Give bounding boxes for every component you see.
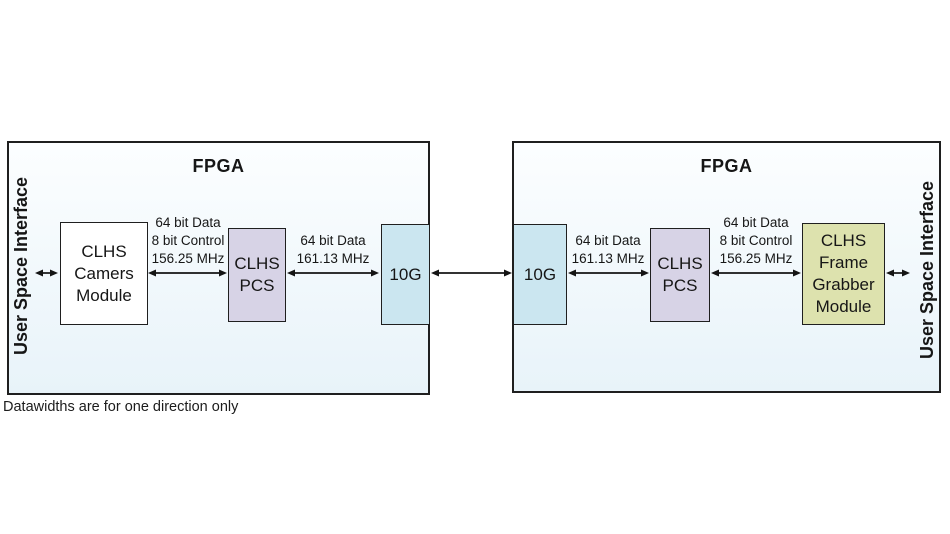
block-label-line: Frame	[818, 253, 869, 272]
block-label-line: CLHS	[234, 254, 280, 273]
block-label-line: 10G	[389, 264, 422, 284]
block-label-line: CLHS	[657, 254, 703, 273]
link-label-line: 161.13 MHz	[571, 251, 645, 266]
link-label-line: 161.13 MHz	[296, 251, 370, 266]
link-label-line: 156.25 MHz	[151, 251, 225, 266]
left-link1-label: 64 bit Data 8 bit Control 156.25 MHz	[147, 214, 229, 268]
right-fpga-title: FPGA	[700, 156, 753, 176]
left-link2-label: 64 bit Data 161.13 MHz	[288, 232, 378, 268]
link-label-line: 156.25 MHz	[719, 251, 793, 266]
clhs-frame-grabber-module-block: CLHS Frame Grabber Module	[802, 223, 885, 325]
right-10g-block: 10G	[513, 224, 567, 325]
block-label-line: Grabber	[812, 275, 875, 294]
link-label-line: 64 bit Data	[155, 215, 221, 230]
block-label-line: Camers	[74, 263, 134, 283]
link-label-line: 64 bit Data	[575, 233, 641, 248]
block-label-line: Module	[76, 285, 132, 305]
block-label-line: PCS	[662, 276, 698, 295]
arrow-10g-to-10g	[431, 269, 512, 277]
block-label-line: PCS	[239, 276, 275, 295]
right-link1-label: 64 bit Data 161.13 MHz	[568, 232, 648, 268]
block-label-line: CLHS	[820, 231, 867, 250]
left-fpga-title: FPGA	[192, 156, 245, 176]
block-label-line: CLHS	[81, 241, 127, 261]
left-user-space-interface-label: User Space Interface	[11, 176, 31, 356]
right-user-space-interface-label: User Space Interface	[917, 180, 937, 360]
right-clhs-pcs-block: CLHS PCS	[650, 228, 710, 322]
left-10g-block: 10G	[381, 224, 430, 325]
link-label-line: 64 bit Data	[300, 233, 366, 248]
clhs-camera-module-block: CLHS Camers Module	[60, 222, 148, 325]
right-link2-label: 64 bit Data 8 bit Control 156.25 MHz	[712, 214, 800, 268]
caption: Datawidths are for one direction only	[3, 399, 239, 415]
block-label-line: 10G	[523, 264, 557, 284]
left-clhs-pcs-block: CLHS PCS	[228, 228, 286, 322]
link-label-line: 8 bit Control	[151, 233, 225, 248]
link-label-line: 64 bit Data	[723, 215, 789, 230]
link-label-line: 8 bit Control	[719, 233, 793, 248]
block-label-line: Module	[815, 297, 872, 316]
